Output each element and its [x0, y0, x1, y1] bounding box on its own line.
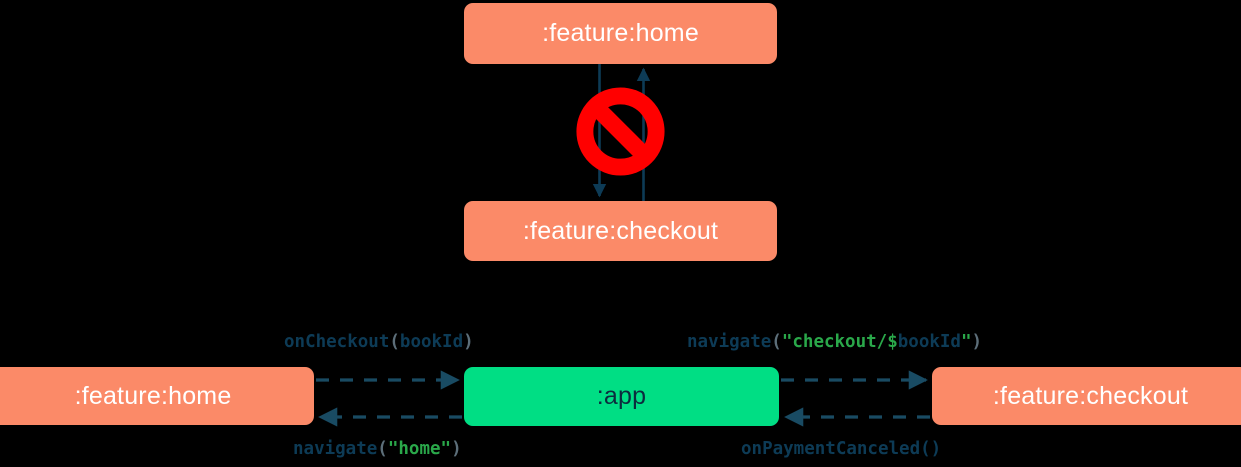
- token-open-paren: (: [377, 439, 388, 459]
- token-string-end: ": [960, 332, 972, 352]
- token-argument: bookId: [399, 332, 464, 352]
- token-interpolated-var: bookId: [897, 332, 961, 352]
- token-close-paren: ): [971, 332, 983, 352]
- edge-label-navigate-home: navigate("home"): [293, 439, 462, 459]
- node-label: :feature:home: [542, 19, 699, 47]
- token-open-paren: (: [389, 332, 400, 352]
- token-function: navigate: [293, 439, 378, 459]
- token-close-paren: ): [930, 439, 942, 459]
- token-string: "home": [387, 439, 452, 459]
- node-label: :feature:home: [74, 381, 232, 410]
- node-feature-home-bottom[interactable]: :feature:home: [0, 367, 314, 425]
- node-feature-checkout-bottom[interactable]: :feature:checkout: [932, 367, 1241, 425]
- edge-label-oncheckout: onCheckout(bookId): [284, 332, 474, 352]
- no-entry-icon: [576, 87, 665, 176]
- node-app[interactable]: :app: [464, 367, 779, 426]
- node-feature-checkout-top[interactable]: :feature:checkout: [464, 201, 777, 261]
- edge-label-navigate-checkout: navigate("checkout/$bookId"): [687, 332, 982, 352]
- node-label: :app: [596, 382, 647, 410]
- token-close-paren: ): [463, 332, 474, 352]
- token-string-start: "checkout/$: [781, 332, 898, 352]
- token-open-paren: (: [771, 332, 782, 352]
- node-feature-home-top[interactable]: :feature:home: [464, 3, 777, 64]
- token-function: navigate: [687, 332, 772, 352]
- token-open-paren: (: [920, 439, 931, 459]
- node-label: :feature:checkout: [522, 216, 719, 245]
- token-close-paren: ): [451, 439, 462, 459]
- edge-label-onpaymentcanceled: onPaymentCanceled(): [741, 439, 941, 459]
- token-function: onPaymentCanceled: [741, 439, 921, 459]
- node-label: :feature:checkout: [992, 381, 1189, 410]
- token-function: onCheckout: [284, 332, 390, 352]
